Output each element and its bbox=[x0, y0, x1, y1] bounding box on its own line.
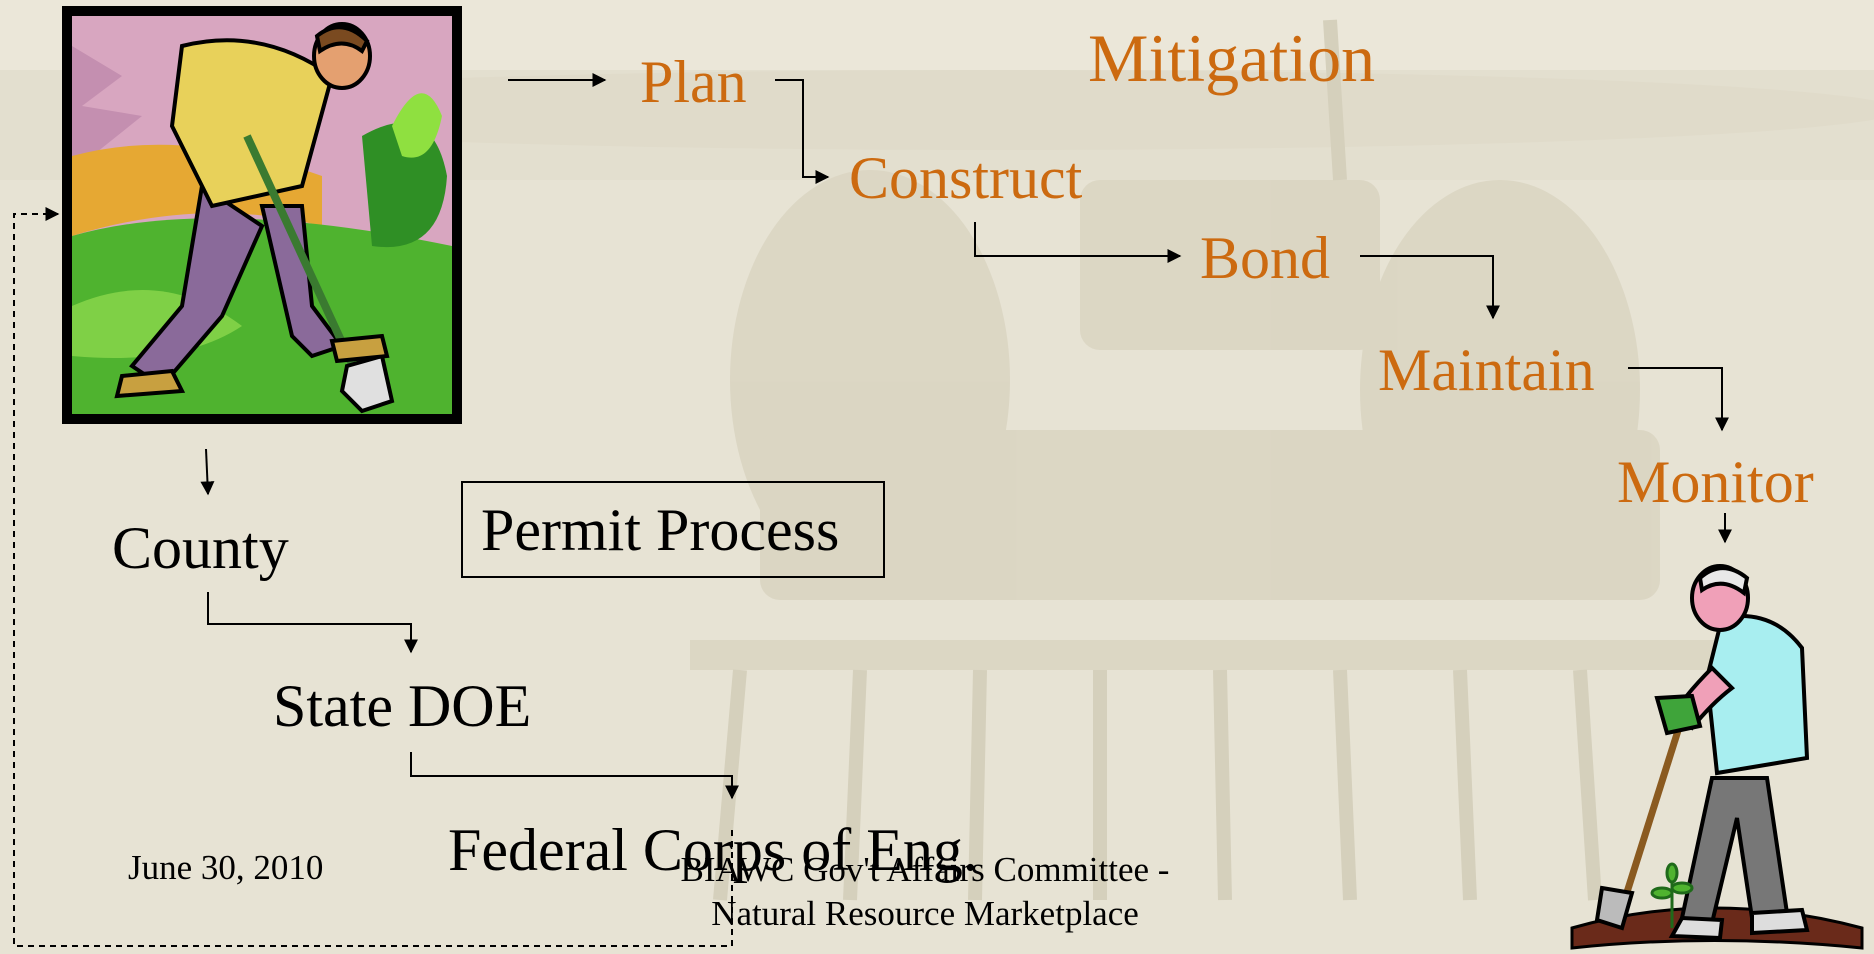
step-construct: Construct bbox=[849, 145, 1083, 211]
footer-caption: BIAWC Gov't Affairs Committee - Natural … bbox=[600, 848, 1250, 936]
man-digging-clipart bbox=[62, 6, 462, 424]
dashed-feedback-loop bbox=[13, 207, 733, 947]
permit-step-county: County bbox=[112, 515, 289, 581]
arrow-construct-to-bond bbox=[974, 222, 1182, 263]
footer-line-2: Natural Resource Marketplace bbox=[711, 894, 1139, 933]
permit-process-box bbox=[461, 481, 885, 578]
step-maintain: Maintain bbox=[1378, 337, 1595, 403]
arrow-plan-to-construct bbox=[775, 79, 830, 184]
arrow-state-to-federal bbox=[410, 752, 739, 800]
step-plan: Plan bbox=[640, 49, 747, 115]
footer-line-1: BIAWC Gov't Affairs Committee - bbox=[680, 850, 1170, 889]
man-planting-seedling-clipart bbox=[1570, 564, 1864, 950]
slide-title: Mitigation bbox=[1088, 20, 1376, 96]
permit-step-federal: Federal Corps of Eng. bbox=[448, 817, 978, 883]
arrow-image-to-county bbox=[200, 448, 215, 496]
arrow-maintain-to-monitor bbox=[1628, 367, 1729, 432]
step-monitor: Monitor bbox=[1617, 449, 1814, 515]
permit-process-label: Permit Process bbox=[481, 497, 840, 563]
step-bond: Bond bbox=[1200, 225, 1331, 291]
arrow-bond-to-maintain bbox=[1360, 255, 1500, 320]
permit-step-state-doe: State DOE bbox=[273, 673, 532, 739]
footer-date: June 30, 2010 bbox=[128, 848, 324, 887]
arrow-county-to-state bbox=[207, 592, 418, 654]
